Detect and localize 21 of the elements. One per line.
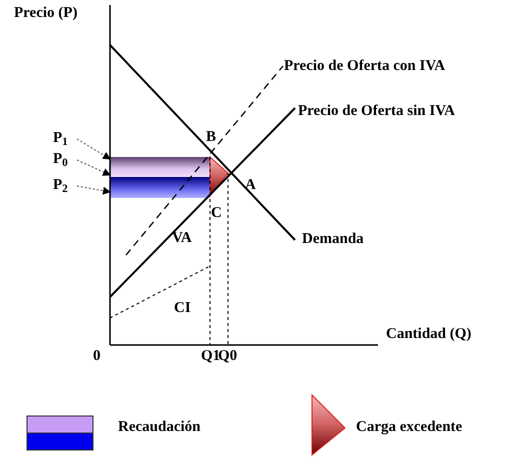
tick-label: 0 xyxy=(93,347,100,365)
area-label: VA xyxy=(172,229,192,247)
axis-title: Cantidad (Q) xyxy=(386,325,472,343)
tick-label: Q1 xyxy=(201,347,220,365)
axis-title: Precio (P) xyxy=(14,4,78,22)
point-label: B xyxy=(206,128,216,146)
price-label: P$_{1}$ xyxy=(53,129,77,149)
leader-line xyxy=(76,186,111,195)
price-label: P$_{0}$ xyxy=(53,150,77,170)
area-label: CI xyxy=(174,299,191,317)
tick-label: Q0 xyxy=(218,347,238,365)
curve-label: Precio de Oferta con IVA xyxy=(284,57,446,75)
point-label: A xyxy=(245,176,256,194)
leader-line xyxy=(76,138,111,160)
price-label: P$_{2}$ xyxy=(53,176,77,196)
legend-text: Carga excedente xyxy=(356,418,462,436)
curve-label: Precio de Oferta sin IVA xyxy=(298,102,455,120)
legend-text: Recaudación xyxy=(118,418,200,436)
point-label: C xyxy=(211,204,222,222)
leader-line xyxy=(76,160,111,176)
curve-label: Demanda xyxy=(302,230,364,248)
